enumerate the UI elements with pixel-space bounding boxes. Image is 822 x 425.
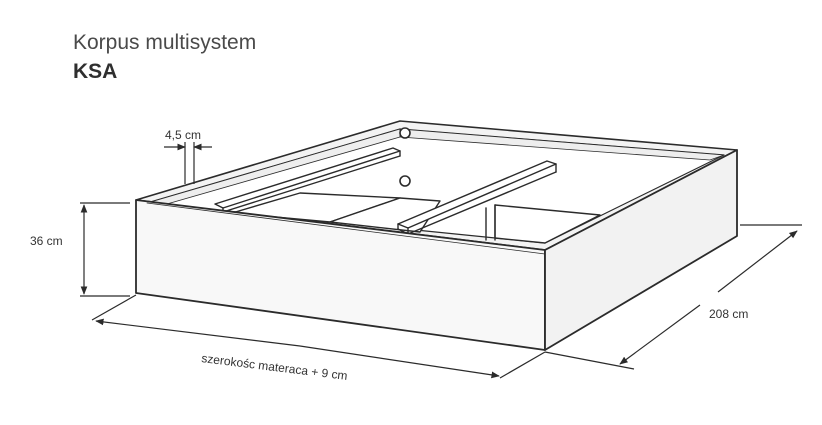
width-dimension [91,294,546,379]
center-metal-beam [397,160,557,235]
bed-frame [135,120,738,351]
frame-side-panel [544,149,738,351]
bolt-hole-lower [399,175,411,187]
length-label: 208 cm [709,307,748,321]
bolt-hole-upper [399,127,411,139]
width-label: szerokośc materaca + 9 cm [201,351,349,383]
product-title: Korpus multisystem [73,31,257,54]
length-dimension [544,224,802,370]
height-label: 36 cm [30,234,63,248]
product-model: KSA [73,60,118,83]
height-dimension [80,202,130,297]
thickness-dimension [164,142,212,184]
thickness-label: 4,5 cm [165,128,201,142]
left-metal-rail [214,147,401,213]
